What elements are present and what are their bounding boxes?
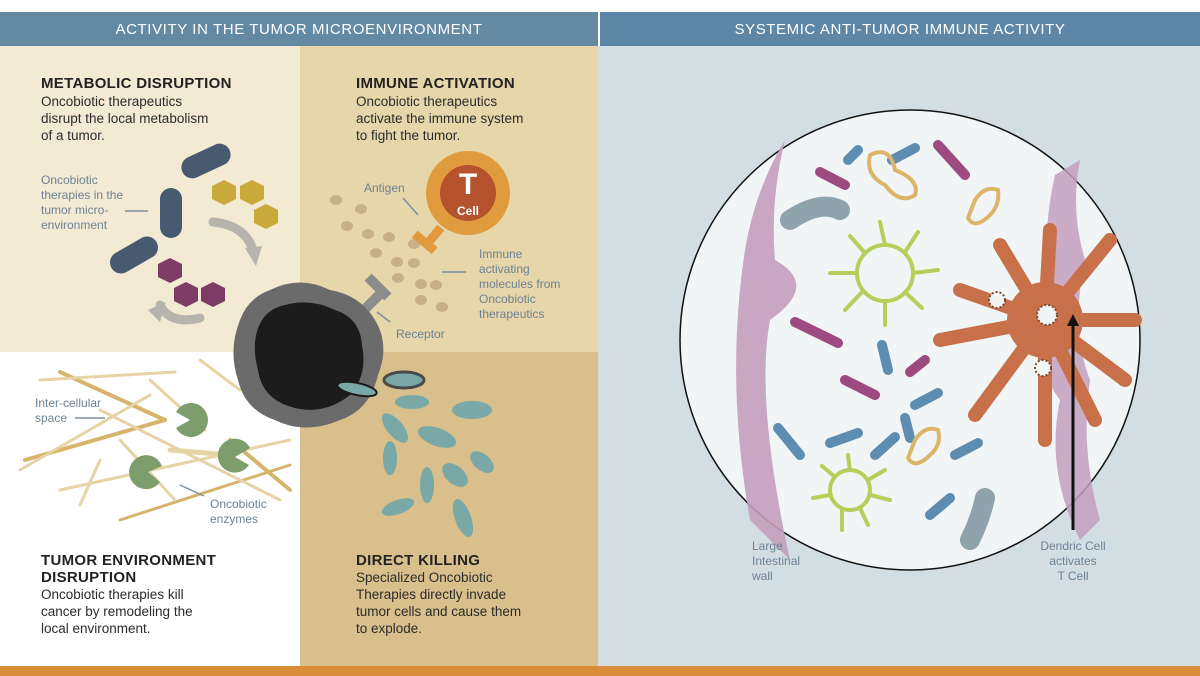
oncobiotic-bacteria: [336, 370, 494, 537]
desc-line: Oncobiotic therapies kill: [41, 587, 184, 602]
label-line: activating: [479, 262, 530, 276]
label-line: Oncobiotic: [41, 173, 98, 187]
desc-line: local environment.: [41, 621, 151, 636]
desc-line: Therapies directly invade: [356, 587, 507, 602]
label-line: T Cell: [1057, 569, 1089, 583]
label-line: therapeutics: [479, 307, 545, 321]
intestine-magnified-view: [679, 109, 1142, 571]
desc-line: Oncobiotic therapeutics: [356, 94, 498, 109]
dendric-cell-label: Dendric Cell activates T Cell: [1033, 539, 1113, 584]
therapies-label: Oncobiotic therapies in the tumor micro-…: [41, 173, 123, 233]
label-line: enzymes: [210, 512, 259, 526]
label-line: Inter-cellular: [35, 396, 102, 410]
metabolite-purple: [158, 258, 225, 307]
label-line: Intestinal: [752, 554, 801, 568]
desc-line: cancer by remodeling the: [41, 604, 193, 619]
title-line: TUMOR ENVIRONMENT: [41, 552, 217, 569]
receptor-label: Receptor: [396, 327, 445, 341]
label-line: activates: [1049, 554, 1097, 568]
desc-line: tumor cells and cause them: [356, 604, 522, 619]
label-line: therapies in the: [41, 188, 124, 202]
header-right-text: SYSTEMIC ANTI-TUMOR IMMUNE ACTIVITY: [734, 20, 1066, 38]
immune-title: IMMUNE ACTIVATION: [356, 75, 515, 92]
header-left-text: ACTIVITY IN THE TUMOR MICROENVIRONMENT: [115, 20, 483, 38]
desc-line: to fight the tumor.: [356, 128, 461, 143]
tumor-cell: [233, 282, 384, 428]
immune-description: Oncobiotic therapeutics activate the imm…: [356, 93, 523, 144]
bottom-accent-bar: [0, 666, 1200, 676]
label-line: tumor micro-: [41, 203, 109, 217]
desc-line: Oncobiotic therapeutics: [41, 94, 183, 109]
title-line: DISRUPTION: [41, 569, 137, 586]
t-cell-letter: T: [458, 168, 478, 201]
label-line: Oncobiotic: [479, 292, 536, 306]
oncobiotic-therapies: [110, 143, 231, 274]
intestinal-wall-label: Large Intestinal wall: [752, 539, 800, 584]
label-line: Large: [752, 539, 783, 553]
tumor-env-title: TUMOR ENVIRONMENT DISRUPTION: [41, 552, 216, 586]
oncobiotic-enzymes: [129, 402, 250, 490]
label-line: Oncobiotic: [210, 497, 267, 511]
intercellular-space-label: Inter-cellular space: [35, 396, 101, 426]
direct-killing-title: DIRECT KILLING: [356, 552, 481, 569]
label-line: environment: [41, 218, 108, 232]
t-cell: [411, 151, 510, 255]
desc-line: of a tumor.: [41, 128, 105, 143]
label-line: molecules from: [479, 277, 561, 291]
metabolic-description: Oncobiotic therapeutics disrupt the loca…: [41, 93, 208, 144]
molecules-label: Immune activating molecules from Oncobio…: [479, 247, 560, 322]
metabolite-yellow: [212, 180, 278, 229]
t-cell-word: Cell: [456, 204, 479, 218]
label-line: wall: [752, 569, 773, 583]
desc-line: to explode.: [356, 621, 423, 636]
tumor-env-description: Oncobiotic therapies kill cancer by remo…: [41, 586, 193, 637]
enzymes-label: Oncobiotic enzymes: [210, 497, 267, 527]
intercellular-fibers: [18, 358, 292, 522]
desc-line: activate the immune system: [356, 111, 524, 126]
desc-line: Specialized Oncobiotic: [356, 570, 493, 585]
green-microbe: [811, 220, 940, 532]
label-line: space: [35, 411, 68, 425]
immune-activating-molecules: [330, 195, 448, 312]
direct-killing-description: Specialized Oncobiotic Therapies directl…: [356, 569, 521, 637]
label-line: Immune: [479, 247, 523, 261]
label-line: Dendric Cell: [1040, 539, 1106, 553]
desc-line: disrupt the local metabolism: [41, 111, 209, 126]
antigen-label: Antigen: [364, 181, 405, 195]
header-tumor-microenvironment: ACTIVITY IN THE TUMOR MICROENVIRONMENT: [0, 12, 598, 46]
metabolic-title: METABOLIC DISRUPTION: [41, 75, 232, 92]
header-systemic-immune: SYSTEMIC ANTI-TUMOR IMMUNE ACTIVITY: [600, 12, 1200, 46]
